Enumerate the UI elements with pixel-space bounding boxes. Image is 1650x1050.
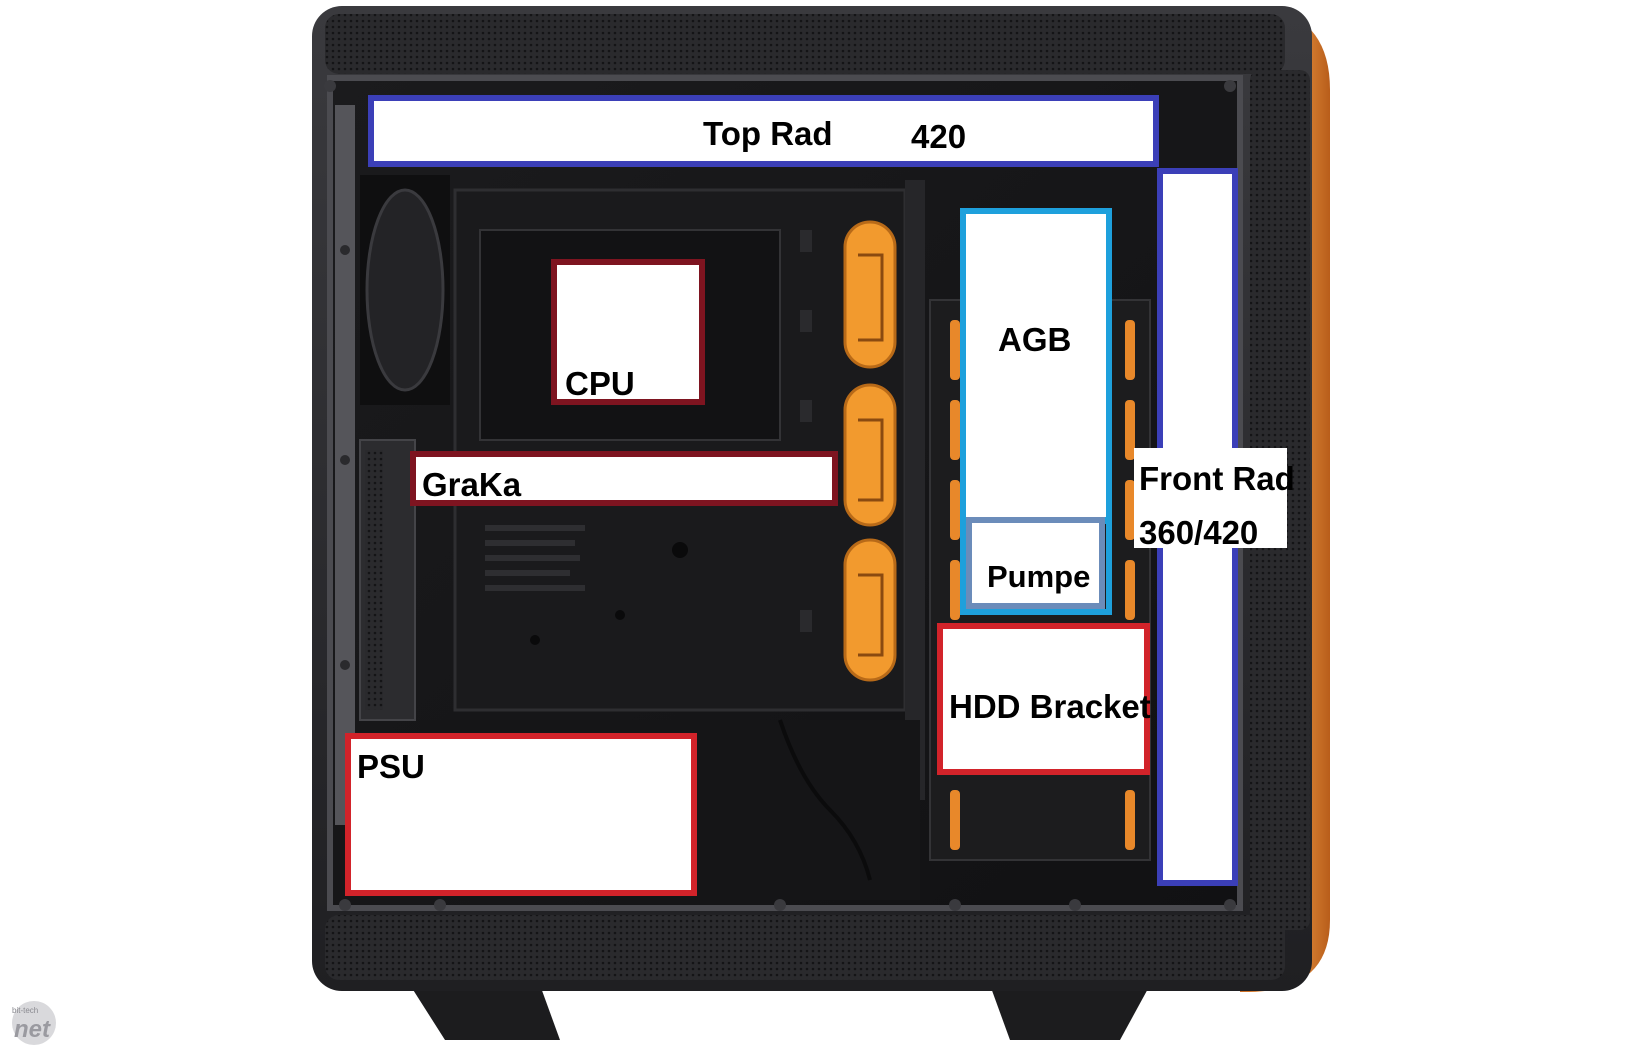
pump-label: Pumpe xyxy=(987,559,1091,594)
cpu-label: CPU xyxy=(565,365,635,402)
psu-zone xyxy=(345,733,697,896)
top-radiator-zone xyxy=(368,95,1159,167)
reservoir-zone xyxy=(960,208,1112,524)
hdd-bracket-zone xyxy=(937,623,1150,775)
cables xyxy=(778,719,872,881)
logo-text-net: net xyxy=(14,1016,51,1043)
cable-grommets xyxy=(843,220,897,682)
rear-fan-blades xyxy=(365,188,445,392)
front-radiator-label: Front Rad xyxy=(1139,460,1295,497)
front-radiator-size-label: 360/420 xyxy=(1139,514,1259,551)
top-mesh-panel xyxy=(325,14,1285,74)
top-radiator-label: Top Rad xyxy=(703,115,833,152)
psu-label: PSU xyxy=(357,748,425,785)
top-radiator-size-label: 420 xyxy=(911,118,967,155)
bit-tech-logo: bit-tech net xyxy=(12,1001,56,1045)
case-foot-right xyxy=(990,985,1150,1040)
graphics-card-label: GraKa xyxy=(422,466,522,503)
cpu-zone xyxy=(551,259,705,405)
case-foot-left xyxy=(410,985,560,1040)
reservoir-label: AGB xyxy=(998,321,1072,358)
bottom-mesh-panel xyxy=(325,915,1285,980)
hdd-bracket-label: HDD Bracket xyxy=(949,688,1151,725)
graphics-card-zone xyxy=(410,451,838,506)
front-radiator-label-background xyxy=(1134,448,1287,548)
pump-zone xyxy=(966,517,1105,609)
logo-text-bit-tech: bit-tech xyxy=(12,1006,38,1015)
